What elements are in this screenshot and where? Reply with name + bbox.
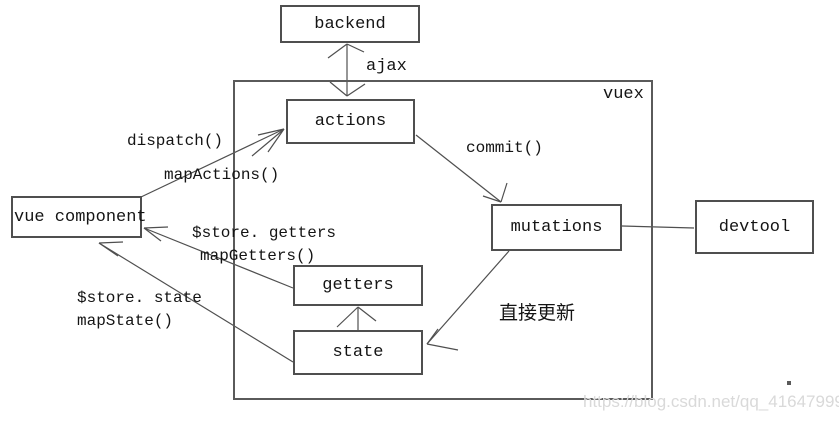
edge-label-store-getters: $store. getters	[192, 224, 337, 242]
node-vue-component-label: vue component	[14, 207, 147, 227]
edge-label-ajax: ajax	[366, 57, 407, 76]
edge-getters-vuecomponent	[143, 226, 294, 289]
csdn-watermark: https://blog.csdn.net/qq_41647999	[583, 392, 839, 411]
node-devtool-label: devtool	[718, 217, 791, 237]
vuex-container-label: vuex	[603, 85, 644, 104]
edge-mutations-state-direct-update	[426, 250, 510, 351]
node-mutations: mutations	[491, 204, 622, 251]
node-actions: actions	[286, 99, 415, 144]
edge-actions-mutations-commit	[415, 134, 508, 203]
stray-dot	[787, 381, 791, 385]
edge-label-map-getters: mapGetters()	[200, 247, 316, 265]
edge-label-dispatch: dispatch()	[127, 132, 224, 150]
node-getters-label: getters	[322, 276, 394, 295]
edge-state-getters	[336, 306, 377, 330]
edge-label-commit: commit()	[466, 139, 543, 157]
node-actions-label: actions	[314, 112, 387, 131]
node-state-label: state	[332, 343, 384, 362]
node-vue-component: vue component	[11, 196, 147, 238]
edge-vuecomponent-actions-dispatch	[140, 128, 285, 198]
edge-mapactions-stub	[251, 129, 284, 157]
node-getters: getters	[293, 265, 423, 306]
edge-label-direct-update: 直接更新	[499, 302, 576, 324]
edge-state-vuecomponent	[98, 241, 294, 363]
edge-mutations-devtool	[621, 225, 695, 229]
node-devtool: devtool	[695, 200, 814, 254]
edge-label-map-state: mapState()	[77, 312, 174, 330]
node-backend-label: backend	[314, 14, 386, 34]
node-mutations-label: mutations	[510, 218, 603, 237]
edge-backend-actions-ajax	[327, 43, 366, 97]
edge-label-map-actions: mapActions()	[164, 166, 280, 184]
node-backend: backend	[280, 5, 420, 43]
node-state: state	[293, 330, 423, 375]
edge-label-store-state: $store. state	[77, 289, 202, 307]
vuex-container-box	[233, 80, 653, 400]
